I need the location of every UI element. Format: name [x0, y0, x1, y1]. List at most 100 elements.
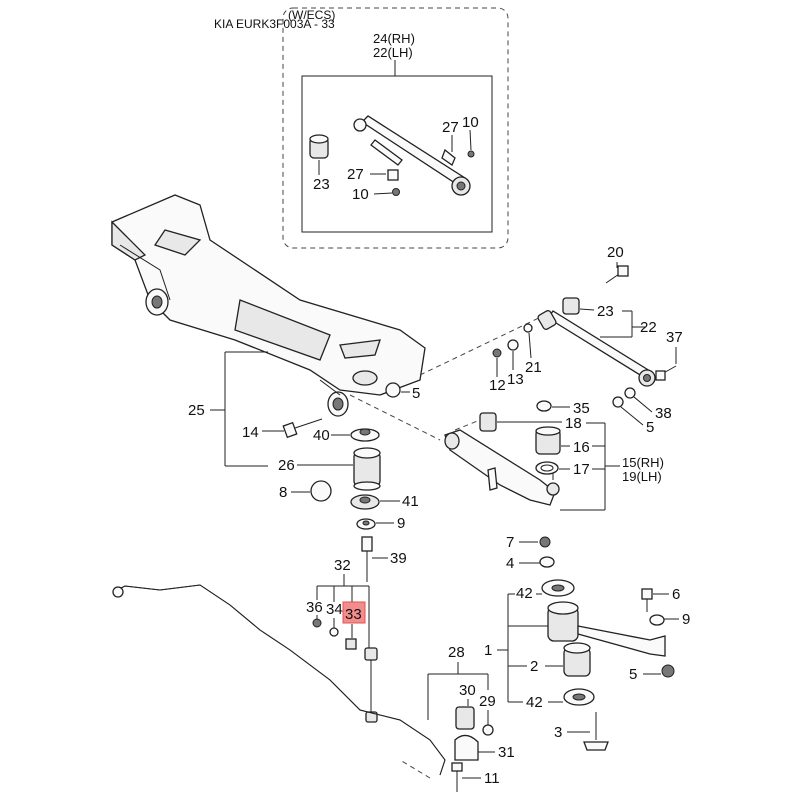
- callout-38[interactable]: 38: [655, 405, 672, 422]
- callout-30[interactable]: 30: [459, 682, 476, 699]
- nut-icon: [467, 150, 475, 158]
- nut-icon: [492, 348, 502, 358]
- bolt-icon: [451, 762, 463, 792]
- callout-22-inset[interactable]: 22(LH): [373, 45, 413, 60]
- callout-18[interactable]: 18: [565, 415, 582, 432]
- callout-37[interactable]: 37: [666, 329, 683, 346]
- callout-5-a[interactable]: 5: [412, 385, 420, 402]
- callout-8[interactable]: 8: [279, 484, 287, 501]
- callout-14[interactable]: 14: [242, 424, 259, 441]
- nut-icon: [356, 518, 376, 530]
- bracket-icon: [387, 169, 399, 181]
- washer-icon: [649, 614, 665, 626]
- callout-6[interactable]: 6: [672, 586, 680, 603]
- callout-42-b[interactable]: 42: [526, 694, 543, 711]
- callout-28[interactable]: 28: [448, 644, 465, 661]
- bracket-icon: [577, 625, 666, 657]
- callout-42-a[interactable]: 42: [516, 585, 533, 602]
- bushing-icon: [353, 447, 381, 491]
- nut-icon: [539, 536, 551, 548]
- callout-23-inset[interactable]: 23: [313, 176, 330, 193]
- callout-9-b[interactable]: 9: [682, 611, 690, 628]
- bolt-icon: [641, 588, 653, 612]
- callout-41[interactable]: 41: [402, 493, 419, 510]
- bushing-icon: [562, 297, 580, 315]
- callout-26[interactable]: 26: [278, 457, 295, 474]
- washer-icon: [612, 396, 624, 408]
- washer-icon: [523, 323, 533, 333]
- callout-10-inset-b[interactable]: 10: [352, 186, 369, 203]
- inset-box: [282, 7, 509, 249]
- nut-icon: [312, 618, 322, 628]
- callout-27-inset-a[interactable]: 27: [442, 119, 459, 136]
- bushing-icon: [455, 706, 475, 730]
- callout-35[interactable]: 35: [573, 400, 590, 417]
- nut-icon: [392, 188, 400, 196]
- callout-21[interactable]: 21: [525, 359, 542, 376]
- diagram-title: KIA EURK3F003A - 33: [214, 17, 335, 31]
- callout-29[interactable]: 29: [479, 693, 496, 710]
- bolt-icon: [282, 418, 323, 439]
- callout-24[interactable]: 24(RH): [373, 31, 415, 46]
- callout-31[interactable]: 31: [498, 744, 515, 761]
- callout-1[interactable]: 1: [484, 642, 492, 659]
- inset-title: (W/ECS): [288, 8, 335, 22]
- bushing-icon: [345, 638, 357, 650]
- link-arm-icon: [353, 115, 471, 196]
- callout-5-b[interactable]: 5: [646, 419, 654, 436]
- crossmember-icon: [111, 194, 426, 417]
- bushing-icon: [547, 601, 579, 642]
- stabilizer-bar-icon: [112, 584, 446, 779]
- callout-22[interactable]: 22: [640, 319, 657, 336]
- callout-39[interactable]: 39: [390, 550, 407, 567]
- callout-10-inset-a[interactable]: 10: [462, 114, 479, 131]
- bushing-icon: [350, 494, 380, 510]
- nut-icon: [661, 664, 675, 678]
- callout-12[interactable]: 12: [489, 377, 506, 394]
- washer-icon: [539, 556, 555, 568]
- washer-icon: [563, 688, 595, 706]
- callout-7[interactable]: 7: [506, 534, 514, 551]
- link-rod-icon: [364, 647, 378, 723]
- plug-icon: [310, 480, 332, 502]
- callout-32[interactable]: 32: [334, 557, 351, 574]
- bolt-icon: [605, 265, 629, 284]
- callout-5-c[interactable]: 5: [629, 666, 637, 683]
- inset-inner-frame: [301, 75, 493, 233]
- callout-9-a[interactable]: 9: [397, 515, 405, 532]
- callout-2[interactable]: 2: [530, 658, 538, 675]
- callout-36[interactable]: 36: [306, 599, 323, 616]
- callout-11[interactable]: 11: [484, 770, 500, 787]
- link-arm-icon: [537, 310, 656, 387]
- washer-icon: [385, 382, 401, 398]
- washer-icon: [482, 724, 494, 736]
- clamp-icon: [454, 734, 479, 761]
- callout-25[interactable]: 25: [188, 402, 205, 419]
- bushing-icon: [350, 428, 380, 442]
- callout-16[interactable]: 16: [573, 439, 590, 456]
- bolt-icon: [361, 536, 373, 582]
- callout-34[interactable]: 34: [326, 601, 343, 618]
- bolt-icon: [583, 712, 609, 751]
- callout-20[interactable]: 20: [607, 244, 624, 261]
- nut-icon: [536, 400, 552, 412]
- callout-13[interactable]: 13: [507, 371, 524, 388]
- callout-19[interactable]: 19(LH): [622, 469, 662, 484]
- callout-3[interactable]: 3: [554, 724, 562, 741]
- callout-27-inset-b[interactable]: 27: [347, 166, 364, 183]
- callout-33[interactable]: 33: [345, 606, 362, 623]
- highlight-33: [342, 601, 366, 624]
- callout-40[interactable]: 40: [313, 427, 330, 444]
- bolt-icon: [655, 365, 677, 381]
- callout-17[interactable]: 17: [573, 461, 590, 478]
- bushing-icon: [535, 426, 561, 455]
- callout-4[interactable]: 4: [506, 555, 514, 572]
- lower-arm-icon: [444, 412, 560, 506]
- washer-icon: [329, 627, 339, 637]
- washer-icon: [624, 387, 636, 399]
- washer-icon: [541, 579, 575, 597]
- callout-23[interactable]: 23: [597, 303, 614, 320]
- washer-icon: [507, 339, 519, 351]
- callout-15[interactable]: 15(RH): [622, 455, 664, 470]
